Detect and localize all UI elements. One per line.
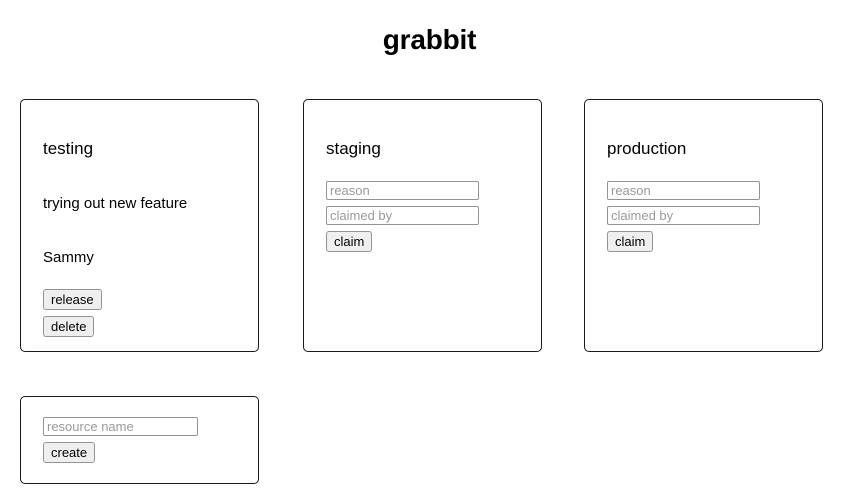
- claim-reason-text: trying out new feature: [43, 195, 188, 212]
- claimed-by-input[interactable]: [607, 206, 760, 225]
- release-button[interactable]: release: [43, 289, 102, 310]
- create-resource-card: create: [20, 396, 259, 484]
- resource-card-production: production claim: [584, 99, 823, 352]
- delete-button[interactable]: delete: [43, 316, 95, 337]
- resource-name-label: production: [607, 139, 687, 158]
- claim-form: claim: [607, 181, 800, 252]
- card-body: testing trying out new feature Sammy rel…: [21, 100, 258, 357]
- claim-button[interactable]: claim: [607, 231, 654, 252]
- resource-name-input[interactable]: [43, 417, 198, 436]
- card-body: staging claim: [304, 100, 541, 272]
- card-body: production claim: [585, 100, 822, 272]
- page-title: grabbit: [382, 24, 477, 55]
- claimed-by-input[interactable]: [326, 206, 479, 225]
- resource-actions: release delete: [43, 289, 236, 337]
- create-button[interactable]: create: [43, 442, 96, 463]
- resource-card-testing: testing trying out new feature Sammy rel…: [20, 99, 259, 352]
- resource-name-label: staging: [326, 139, 381, 158]
- resource-card-staging: staging claim: [303, 99, 542, 352]
- claim-form: claim: [326, 181, 519, 252]
- create-form: create: [21, 397, 258, 483]
- claimed-by-text: Sammy: [43, 249, 94, 266]
- resource-card-grid: testing trying out new feature Sammy rel…: [20, 99, 840, 354]
- reason-input[interactable]: [607, 181, 760, 200]
- resource-name-label: testing: [43, 139, 94, 158]
- reason-input[interactable]: [326, 181, 479, 200]
- claim-button[interactable]: claim: [326, 231, 373, 252]
